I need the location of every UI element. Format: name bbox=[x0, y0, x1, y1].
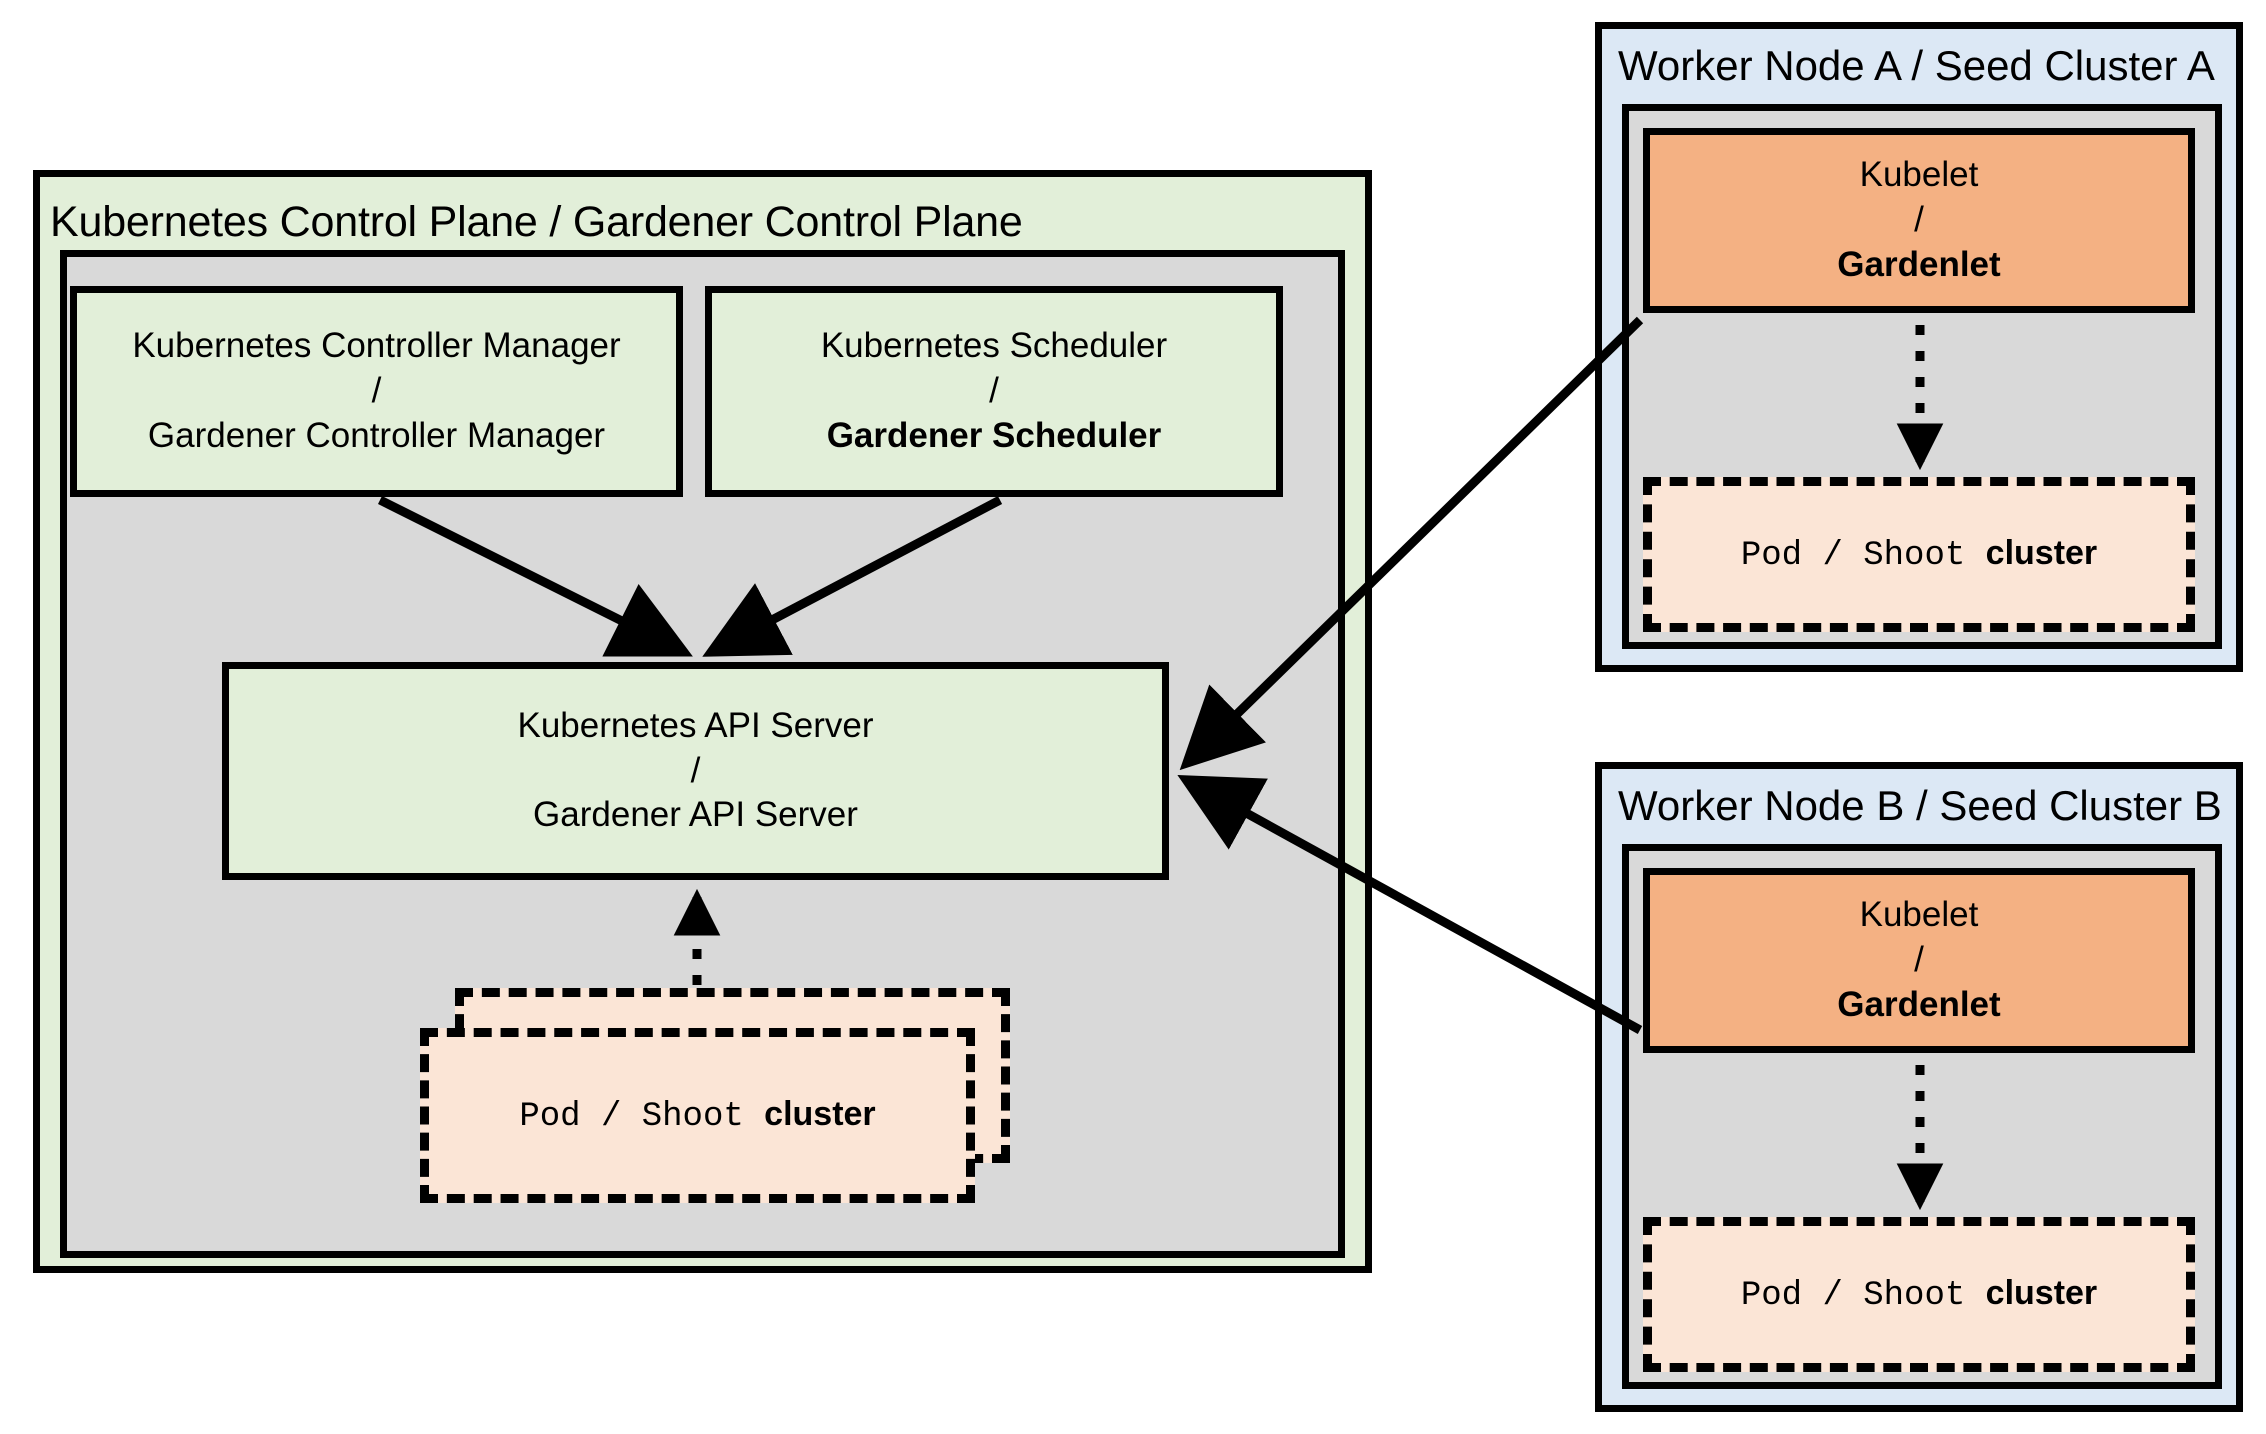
api-server-line1: Kubernetes API Server bbox=[517, 705, 874, 745]
control-plane-pod-cluster: cluster bbox=[764, 1094, 876, 1133]
scheduler-line1: Kubernetes Scheduler bbox=[820, 326, 1168, 366]
scheduler-line2: Gardener Scheduler bbox=[826, 415, 1162, 455]
gardenlet-a-line1: Kubelet bbox=[1859, 155, 1979, 195]
api-server-box[interactable]: Kubernetes API Server / Gardener API Ser… bbox=[222, 662, 1169, 880]
control-plane-pod-line1: Pod bbox=[519, 1097, 581, 1136]
control-plane-pod-label: Pod / Shoot cluster bbox=[519, 1092, 875, 1139]
worker-node-a-pod-line2: Shoot cluster bbox=[1863, 533, 2098, 575]
worker-node-a-pod-shoot: Shoot bbox=[1863, 536, 1986, 575]
api-server-label: Kubernetes API Server / Gardener API Ser… bbox=[517, 704, 873, 838]
scheduler-box[interactable]: Kubernetes Scheduler / Gardener Schedule… bbox=[705, 286, 1283, 497]
control-plane-pod-box[interactable]: Pod / Shoot cluster bbox=[420, 1028, 975, 1203]
controller-manager-box[interactable]: Kubernetes Controller Manager / Gardener… bbox=[70, 286, 683, 497]
worker-node-b-pod-line1: Pod bbox=[1740, 1276, 1803, 1315]
scheduler-label: Kubernetes Scheduler / Gardener Schedule… bbox=[821, 324, 1167, 458]
control-plane-pod-line2: Shoot cluster bbox=[641, 1094, 876, 1136]
worker-node-b-pod-shoot: Shoot bbox=[1863, 1276, 1986, 1315]
api-server-separator: / bbox=[690, 750, 701, 790]
gardenlet-b-separator: / bbox=[1914, 940, 1924, 980]
worker-node-b-pod-line2: Shoot cluster bbox=[1863, 1273, 2098, 1315]
worker-node-a-pod-separator: / bbox=[1822, 536, 1843, 575]
worker-node-b-pod-box[interactable]: Pod / Shoot cluster bbox=[1643, 1217, 2195, 1372]
control-plane-title: Kubernetes Control Plane / Gardener Cont… bbox=[50, 197, 1023, 246]
controller-manager-line1: Kubernetes Controller Manager bbox=[132, 326, 621, 366]
gardenlet-b-label: Kubelet / Gardenlet bbox=[1837, 893, 2000, 1027]
gardenlet-b-line2: Gardenlet bbox=[1837, 984, 2001, 1024]
worker-node-b-pod-separator: / bbox=[1822, 1276, 1843, 1315]
controller-manager-label: Kubernetes Controller Manager / Gardener… bbox=[132, 324, 620, 458]
worker-node-a-pod-line1: Pod bbox=[1740, 536, 1803, 575]
api-server-line2: Gardener API Server bbox=[533, 795, 858, 835]
controller-manager-line2: Gardener Controller Manager bbox=[147, 415, 606, 455]
gardenlet-a-line2: Gardenlet bbox=[1837, 244, 2001, 284]
worker-node-a-pod-box[interactable]: Pod / Shoot cluster bbox=[1643, 477, 2195, 632]
gardenlet-a-label: Kubelet / Gardenlet bbox=[1837, 153, 2000, 287]
scheduler-separator: / bbox=[989, 371, 999, 411]
worker-node-b-pod-label: Pod / Shoot cluster bbox=[1741, 1271, 2097, 1318]
worker-node-b-title: Worker Node B / Seed Cluster B bbox=[1618, 782, 2222, 829]
worker-node-a-pod-cluster: cluster bbox=[1985, 533, 2098, 572]
worker-node-b-pod-cluster: cluster bbox=[1985, 1273, 2098, 1312]
worker-node-a-title: Worker Node A / Seed Cluster A bbox=[1618, 42, 2215, 89]
gardenlet-b-line1: Kubelet bbox=[1859, 895, 1979, 935]
control-plane-pod-separator: / bbox=[600, 1097, 622, 1136]
gardenlet-b-box[interactable]: Kubelet / Gardenlet bbox=[1643, 868, 2195, 1053]
gardenlet-a-separator: / bbox=[1914, 200, 1924, 240]
control-plane-pod-shoot: Shoot bbox=[641, 1097, 765, 1136]
worker-node-a-pod-label: Pod / Shoot cluster bbox=[1741, 531, 2097, 578]
gardenlet-a-box[interactable]: Kubelet / Gardenlet bbox=[1643, 128, 2195, 313]
controller-manager-separator: / bbox=[371, 371, 382, 411]
